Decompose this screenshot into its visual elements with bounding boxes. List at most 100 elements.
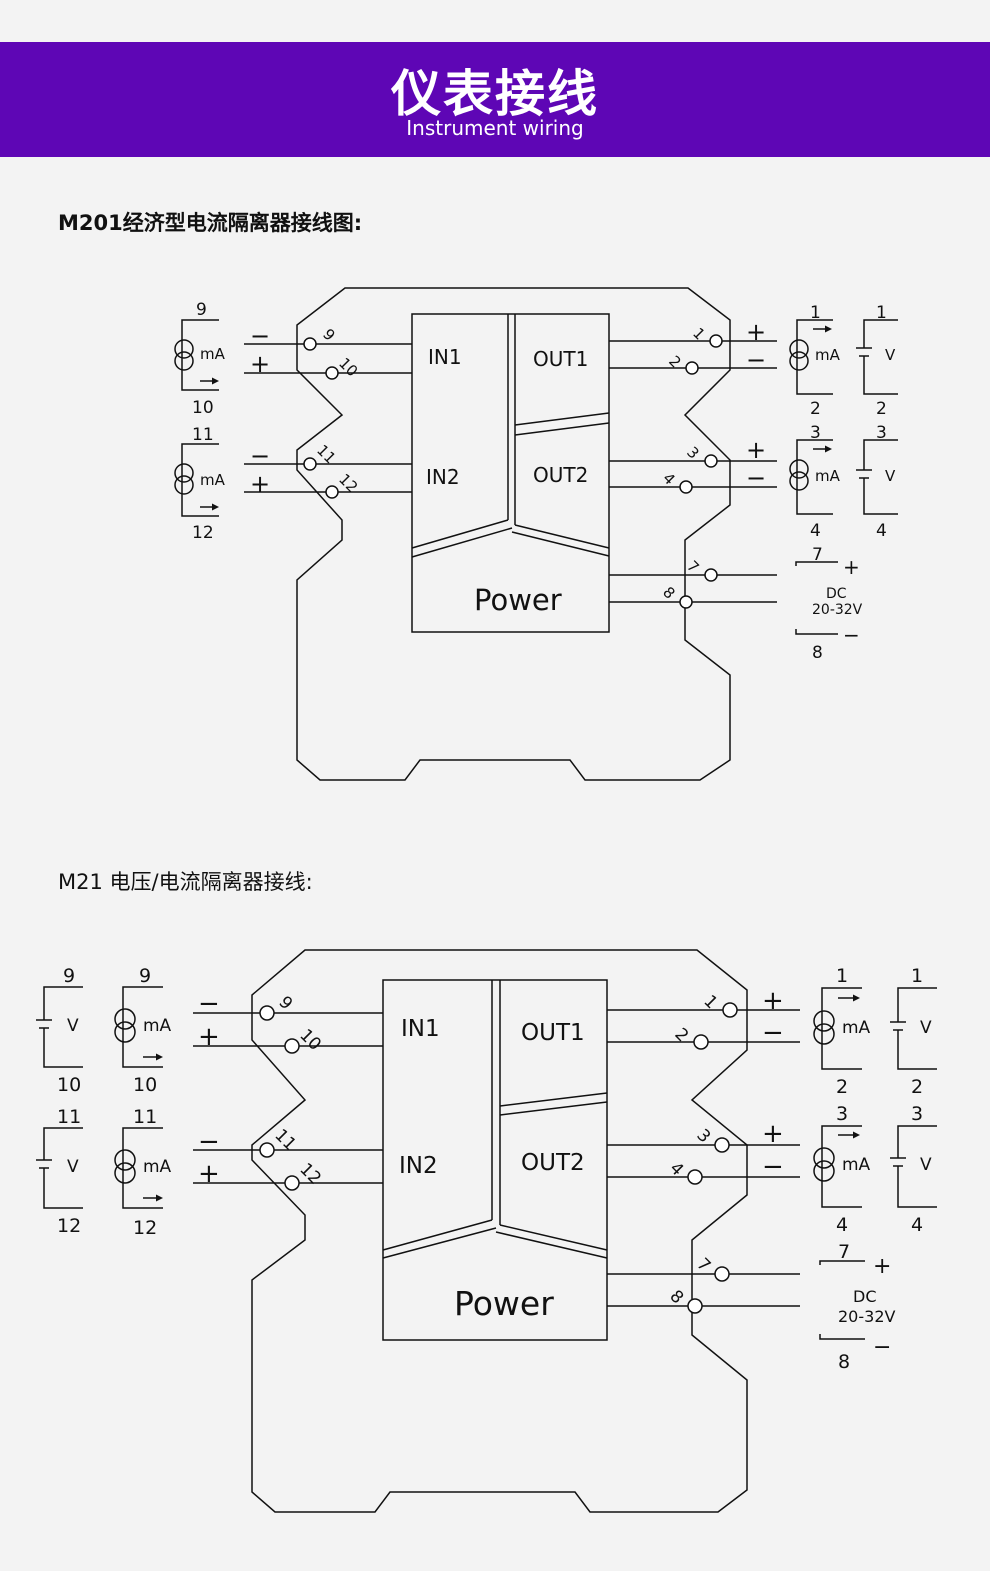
terminal-or-source-circle [687, 1298, 703, 1314]
terminal-or-source-circle [174, 351, 194, 371]
terminal-or-source-circle [813, 1023, 835, 1045]
diagram-label: 1 [911, 965, 923, 987]
page-subtitle: Instrument wiring [406, 116, 584, 140]
terminal-or-source-circle [813, 1010, 835, 1032]
diagram-label: 10 [133, 1074, 157, 1096]
in1-label: IN1 [428, 345, 462, 369]
diagram-label: + [843, 555, 860, 579]
terminal-or-source-circle [174, 475, 194, 495]
diagram-label: 9 [139, 965, 151, 987]
diagram-label: 4 [876, 521, 887, 541]
diagram-label: 20-32V [812, 602, 863, 618]
diagram-label: + [746, 318, 766, 346]
diagram-label: 3 [876, 423, 887, 443]
wire-line [897, 1030, 937, 1070]
wire-line [156, 1053, 163, 1061]
terminal-or-source-circle [685, 361, 699, 375]
terminal-or-source-circle [174, 463, 194, 483]
diagram-label: + [198, 1022, 220, 1052]
diagram-label: 12 [295, 1159, 324, 1188]
wire-line [495, 1231, 608, 1259]
diagram-label: DC [826, 586, 847, 602]
terminal-or-source-circle [679, 480, 693, 494]
diagram-label: 1 [876, 303, 887, 323]
wire-line [897, 1125, 937, 1158]
wire-line [156, 1194, 163, 1202]
diagram-label: 11 [57, 1106, 81, 1128]
diagram-label: 8 [812, 643, 823, 663]
wire-line [863, 478, 898, 515]
diagram-label: − [198, 989, 220, 1019]
terminal-or-source-circle [722, 1002, 738, 1018]
out2-label: OUT2 [521, 1150, 585, 1176]
wire-line [43, 986, 83, 1020]
diagram-label: − [762, 1018, 784, 1048]
diagram-label: mA [200, 345, 226, 363]
page-title: 仪表接线 [391, 65, 599, 123]
wire-line [819, 1260, 865, 1265]
terminal-or-source-circle [325, 485, 339, 499]
module-inner-box [411, 313, 610, 633]
wire-line [212, 377, 219, 385]
diagram-label: 2 [810, 399, 821, 419]
diagram-label: − [250, 442, 270, 470]
diagram-label: mA [815, 467, 841, 485]
wire-line [212, 503, 219, 511]
diagram-label: 7 [838, 1241, 850, 1263]
diagram-label: 4 [836, 1214, 848, 1236]
terminal-or-source-circle [789, 351, 809, 371]
diagram-1-title: M201经济型电流隔离器接线图: [58, 211, 363, 235]
wire-line [511, 531, 610, 557]
diagram-label: − [843, 623, 860, 647]
diagram-label: + [250, 470, 270, 498]
diagram-label: V [67, 1016, 79, 1036]
diagram-label: − [746, 464, 766, 492]
terminal-or-source-circle [789, 459, 809, 479]
terminal-or-source-circle [813, 1160, 835, 1182]
diagram-label: 2 [670, 1024, 692, 1046]
out1-label: OUT1 [533, 347, 588, 371]
diagram-label: 4 [911, 1214, 923, 1236]
out1-label: OUT1 [521, 1020, 585, 1046]
diagram-label: 3 [683, 443, 702, 462]
terminal-or-source-circle [284, 1175, 300, 1191]
power-label: Power [474, 583, 562, 617]
diagram-label: V [885, 346, 896, 364]
wire-line [825, 325, 832, 333]
diagram-label: 8 [665, 1286, 687, 1308]
diagram-label: mA [815, 346, 841, 364]
diagram-label: 8 [838, 1351, 850, 1373]
wire-line [43, 1028, 83, 1068]
diagram-label: 3 [692, 1125, 714, 1147]
diagram-label: 1 [836, 965, 848, 987]
wire-line [499, 1224, 608, 1251]
wire-line [795, 561, 838, 566]
terminal-or-source-circle [704, 454, 718, 468]
wire-line [514, 524, 610, 549]
terminal-or-source-circle [704, 568, 718, 582]
diagram-label: 3 [836, 1103, 848, 1125]
diagram-label: mA [143, 1016, 172, 1036]
out2-label: OUT2 [533, 463, 588, 487]
diagram-label: 9 [319, 325, 338, 344]
diagram-2-title: M21 电压/电流隔离器接线: [58, 870, 313, 894]
module-housing [296, 287, 731, 781]
diagram-label: 11 [192, 425, 214, 445]
diagram-label: 1 [810, 303, 821, 323]
terminal-or-source-circle [813, 1147, 835, 1169]
diagram-label: 2 [836, 1076, 848, 1098]
terminal-or-source-circle [325, 366, 339, 380]
diagram-label: mA [200, 471, 226, 489]
terminal-or-source-circle [714, 1266, 730, 1282]
diagram-label: 9 [196, 300, 207, 320]
diagram-label: + [746, 436, 766, 464]
diagram-label: 9 [274, 992, 296, 1014]
terminal-or-source-circle [174, 339, 194, 359]
wire-line [122, 1127, 163, 1209]
wire-line [514, 422, 610, 436]
wire-line [122, 986, 163, 1068]
diagram-label: 10 [57, 1074, 81, 1096]
diagram-label: 10 [335, 354, 361, 380]
terminal-or-source-circle [259, 1142, 275, 1158]
diagram-label: 7 [692, 1254, 714, 1276]
